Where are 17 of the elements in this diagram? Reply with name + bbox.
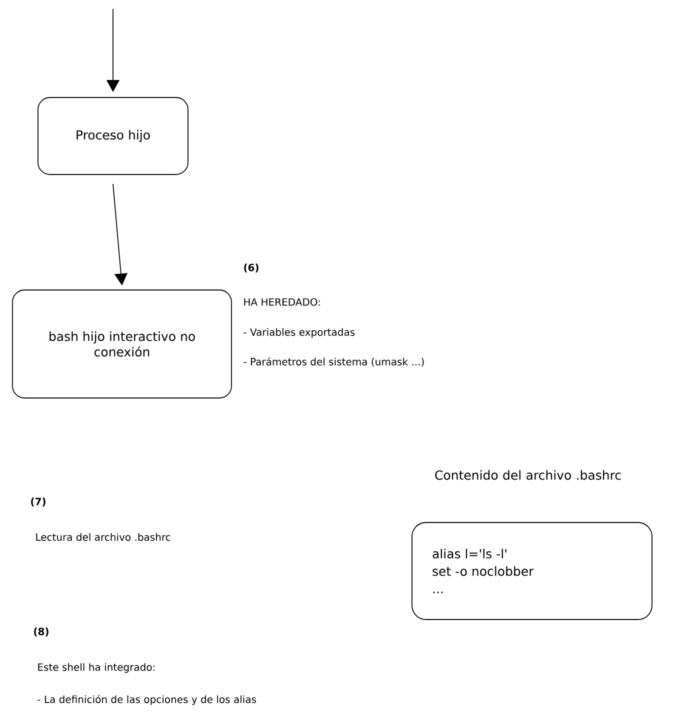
note-text: Lectura del archivo .bashrc [36,533,170,541]
code-line: ... [433,592,443,594]
box-heading: Contenido del archivo .bashrc [435,470,621,480]
note-text: - Variables exportadas [244,328,355,338]
step-number: (7) [31,498,46,506]
code-line: alias l='ls -l' [432,548,506,558]
note-text: - Parámetros del sistema (umask ...) [244,357,424,367]
note-text: Este shell ha integrado: [38,663,154,673]
code-line: set -o noclobber [432,566,534,576]
node-text: bash hijo interactivo no conexión [50,331,195,357]
rounded-box [12,290,232,398]
node-text: Proceso hijo [76,130,150,142]
rounded-box [38,97,188,175]
step-number: (8) [34,628,48,636]
step-number: (6) [244,264,258,272]
note-text: - La definición de las opciones y de los alias [38,694,256,706]
note-text: HA HEREDADO: [244,298,320,306]
